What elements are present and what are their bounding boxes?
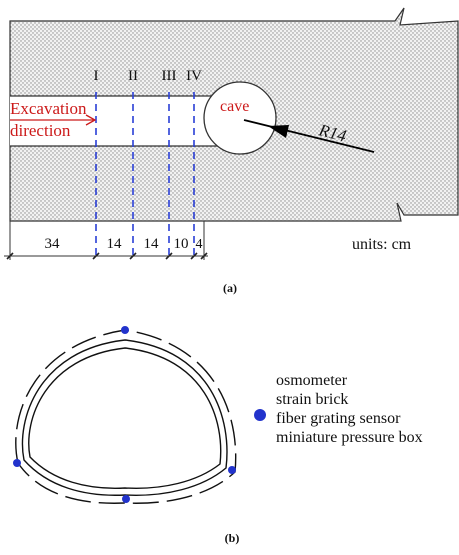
- cave-circle: [203, 81, 277, 155]
- legend-sensor-dot: [254, 409, 266, 421]
- cave-label: cave: [220, 98, 249, 115]
- legend-strain-brick: strain brick: [276, 391, 348, 408]
- radius-line: [243, 119, 375, 153]
- dimension-extension-lines: [9, 221, 205, 260]
- section-label-III: III: [162, 68, 177, 84]
- tunnel-lining-inner: [28, 347, 222, 489]
- sensor-top: [121, 326, 129, 334]
- panel-b: osmometer strain brick fiber grating sen…: [13, 326, 423, 545]
- legend-fiber-grating-sensor: fiber grating sensor: [276, 410, 401, 427]
- legend-osmometer: osmometer: [276, 372, 348, 389]
- dimension-4: 4: [196, 237, 203, 252]
- sensor-bottom: [122, 495, 130, 503]
- sensor-left: [13, 459, 21, 467]
- radius-arrowhead: [268, 125, 289, 138]
- section-label-IV: IV: [186, 68, 202, 84]
- units-label: units: cm: [352, 236, 412, 253]
- dimension-14-a: 14: [107, 236, 123, 252]
- excavation-arrow-head: [85, 114, 97, 126]
- excavation-label-line1: Excavation: [10, 99, 87, 118]
- dimension-34: 34: [45, 236, 61, 252]
- tunnel-lining-outer: [21, 339, 228, 496]
- caption-b: (b): [225, 531, 240, 545]
- outer-dashed-lining: [15, 329, 237, 504]
- legend-miniature-pressure-box: miniature pressure box: [276, 429, 423, 446]
- excavation-label-line2: direction: [10, 121, 71, 140]
- sensor-right: [228, 466, 236, 474]
- caption-a: (a): [223, 281, 237, 295]
- tunnel-opening: [10, 96, 222, 146]
- dimension-ticks: [6, 252, 208, 260]
- panel-a: I II III IV Excavation direction cave R1…: [4, 7, 459, 295]
- dimension-14-b: 14: [144, 236, 160, 252]
- section-label-I: I: [94, 68, 99, 84]
- dimension-10: 10: [174, 236, 189, 252]
- section-label-II: II: [128, 68, 138, 84]
